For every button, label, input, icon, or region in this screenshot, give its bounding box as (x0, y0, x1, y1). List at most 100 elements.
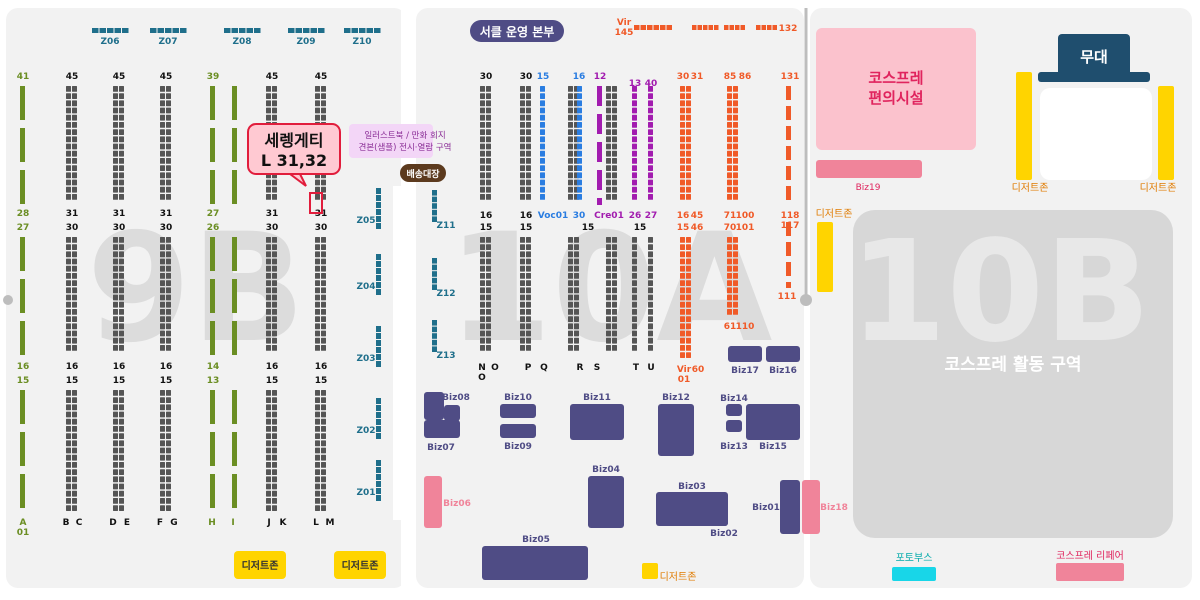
booth-column[interactable] (66, 107, 71, 114)
booth-column[interactable] (113, 426, 118, 432)
booth-column[interactable] (733, 251, 738, 258)
booth-column[interactable] (272, 107, 277, 114)
booth-column[interactable] (480, 86, 485, 92)
booth-column[interactable] (113, 158, 118, 164)
booth-column[interactable] (160, 143, 165, 150)
booth-column[interactable] (160, 136, 165, 143)
booth-column[interactable] (733, 107, 738, 114)
booth-column[interactable] (597, 86, 602, 106)
booth-column[interactable] (272, 86, 277, 92)
booth-column[interactable] (272, 323, 277, 330)
booth-column[interactable] (480, 114, 485, 121)
booth-column[interactable] (119, 309, 124, 315)
booth-column[interactable] (72, 345, 77, 351)
booth-column[interactable] (480, 107, 485, 114)
booth-column[interactable] (686, 244, 691, 250)
booth-column[interactable] (160, 345, 165, 351)
booth-column[interactable] (210, 321, 215, 355)
booth-column[interactable] (733, 301, 738, 308)
booth-column[interactable] (272, 114, 277, 121)
booth-column[interactable] (568, 345, 573, 351)
booth-column[interactable] (727, 280, 732, 286)
booth-column[interactable] (72, 316, 77, 322)
booth-column[interactable] (680, 114, 685, 121)
booth-column[interactable] (66, 122, 71, 128)
booth-column[interactable] (113, 237, 118, 243)
booth-column[interactable] (160, 411, 165, 418)
booth-column[interactable] (568, 165, 573, 171)
booth-column[interactable] (480, 129, 485, 135)
booth-column[interactable] (119, 323, 124, 330)
booth-column[interactable] (66, 100, 71, 107)
booth-column[interactable] (686, 273, 691, 279)
booth-column[interactable] (727, 93, 732, 99)
booth-column[interactable] (480, 122, 485, 128)
booth-column[interactable] (166, 143, 171, 150)
booth-column[interactable] (540, 86, 545, 92)
zone-booth[interactable] (172, 28, 180, 33)
booth-column[interactable] (520, 107, 525, 114)
booth-column[interactable] (526, 165, 531, 171)
booth-column[interactable] (727, 158, 732, 164)
booth-column[interactable] (727, 273, 732, 279)
booth-column[interactable] (733, 114, 738, 121)
sample-display-area[interactable] (349, 124, 433, 158)
booth-column[interactable] (480, 100, 485, 107)
booth-column[interactable] (786, 222, 791, 236)
booth-column[interactable] (480, 265, 485, 272)
booth-column[interactable] (520, 150, 525, 157)
booth[interactable] (756, 25, 761, 30)
booth-column[interactable] (272, 345, 277, 351)
booth-column[interactable] (315, 505, 320, 511)
booth-column[interactable] (321, 390, 326, 396)
booth-column[interactable] (20, 237, 25, 271)
booth-column[interactable] (160, 337, 165, 344)
booth-column[interactable] (612, 172, 617, 179)
booth-column[interactable] (272, 411, 277, 418)
booth-column[interactable] (606, 114, 611, 121)
booth-column[interactable] (632, 172, 637, 179)
booth-column[interactable] (166, 158, 171, 164)
booth-column[interactable] (160, 100, 165, 107)
booth-column[interactable] (606, 237, 611, 243)
booth-column[interactable] (166, 498, 171, 504)
booth-column[interactable] (680, 273, 685, 279)
booth-column[interactable] (160, 273, 165, 279)
booth-column[interactable] (520, 323, 525, 330)
booth-column[interactable] (632, 316, 637, 322)
booth-column[interactable] (160, 397, 165, 403)
booth-column[interactable] (119, 93, 124, 99)
booth-column[interactable] (574, 244, 579, 250)
booth-column[interactable] (480, 93, 485, 99)
booth-column[interactable] (321, 397, 326, 403)
booth-column[interactable] (648, 330, 653, 337)
booth-column[interactable] (686, 100, 691, 107)
booth-column[interactable] (727, 294, 732, 301)
booth-column[interactable] (166, 418, 171, 425)
zone-booth[interactable] (165, 28, 172, 33)
booth-column[interactable] (574, 309, 579, 315)
booth-column[interactable] (266, 251, 271, 258)
booth-column[interactable] (113, 316, 118, 322)
booth-column[interactable] (612, 323, 617, 330)
booth-column[interactable] (113, 251, 118, 258)
booth-column[interactable] (20, 474, 25, 508)
booth-column[interactable] (577, 122, 582, 128)
booth-column[interactable] (20, 128, 25, 162)
photo-booth[interactable] (892, 567, 936, 581)
booth-column[interactable] (520, 122, 525, 128)
booth-column[interactable] (680, 93, 685, 99)
booth-column[interactable] (733, 280, 738, 286)
zone-booth[interactable] (432, 284, 437, 290)
zone-booth[interactable] (376, 398, 381, 404)
booth-column[interactable] (606, 301, 611, 308)
booth-column[interactable] (486, 345, 491, 351)
booth-column[interactable] (632, 258, 637, 265)
booth-column[interactable] (72, 186, 77, 193)
booth-column[interactable] (540, 93, 545, 99)
zone-booth[interactable] (318, 28, 325, 33)
booth-column[interactable] (686, 237, 691, 243)
booth-column[interactable] (686, 93, 691, 99)
booth-column[interactable] (577, 93, 582, 99)
booth-column[interactable] (315, 323, 320, 330)
